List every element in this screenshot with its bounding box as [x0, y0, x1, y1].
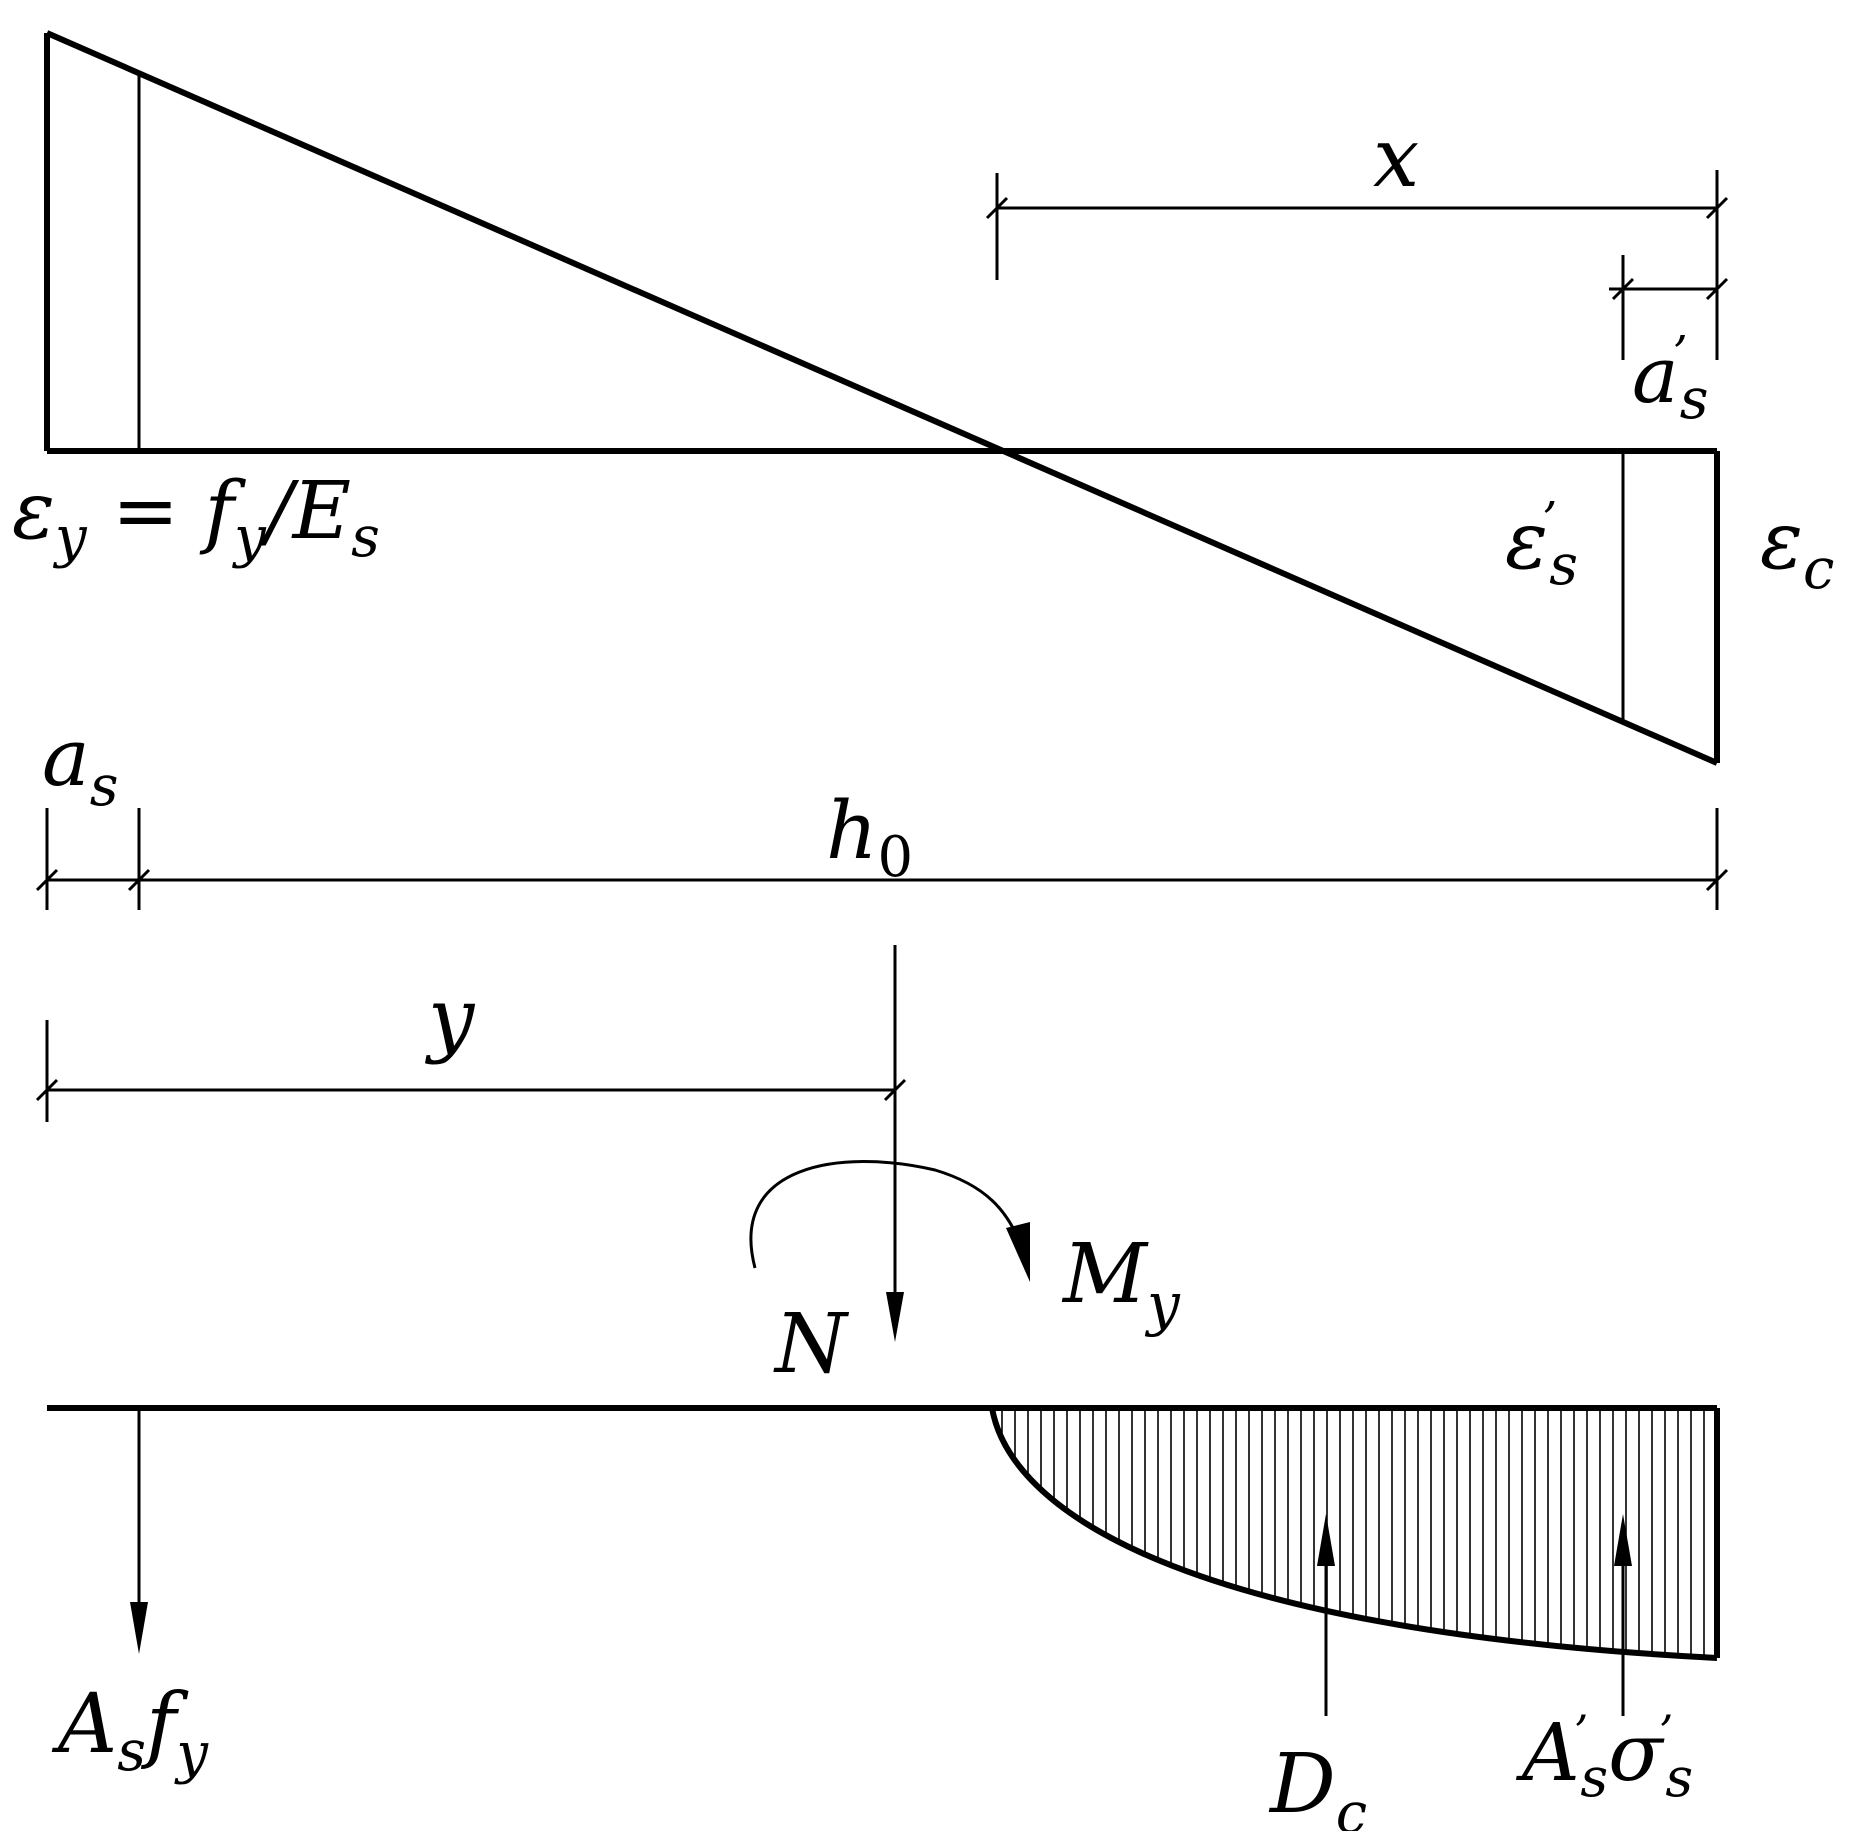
moment-arrowhead: [1006, 1222, 1030, 1282]
compression-steel-force-arrow: [1614, 1514, 1632, 1716]
dim-tick-2: [127, 868, 151, 892]
dimension-x: [985, 170, 1729, 360]
dimension-a-s-prime: [1609, 255, 1729, 360]
N-arrowhead: [886, 1292, 904, 1342]
dim-x-tick-left: [985, 196, 1009, 220]
dim-tick-1: [35, 868, 59, 892]
As-fy-arrowhead: [130, 1602, 148, 1654]
stress-diagram: [47, 1405, 1720, 1661]
label-x: x: [1373, 111, 1419, 206]
dim-tick-3: [1705, 868, 1729, 892]
label-eps-c: εc: [1760, 494, 1834, 602]
As-prime-arrowhead: [1614, 1514, 1632, 1566]
dim-as-prime-tick-left: [1611, 277, 1635, 301]
label-eps-s-prime: ε’s: [1505, 492, 1578, 598]
label-a-s: as: [42, 711, 118, 819]
label-As-fy: Asfy: [51, 1677, 209, 1786]
dimension-a-s-h0: [35, 808, 1729, 910]
compression-stress-curve: [989, 1407, 1718, 1661]
label-h0: h0: [826, 784, 913, 890]
label-y: y: [424, 971, 476, 1066]
tension-force-arrow: [130, 1408, 148, 1654]
moment-My-arrow: [749, 1160, 1030, 1282]
label-N: N: [773, 1297, 850, 1392]
label-M-y: My: [1061, 1227, 1181, 1338]
strain-diagram: [44, 30, 1720, 766]
concrete-force-arrow: [1317, 1514, 1335, 1716]
strain-line: [45, 30, 1719, 766]
compression-hatching: [1001, 1408, 1705, 1658]
label-As-prime-sigma-s-prime: A’sσ’s: [1515, 1705, 1693, 1809]
label-a-s-prime: a’s: [1632, 326, 1709, 432]
force-N-arrow: [886, 945, 904, 1342]
moment-arc: [749, 1160, 1024, 1269]
label-Dc: Dc: [1268, 1737, 1367, 1831]
dim-y-tick-left: [35, 1078, 59, 1102]
label-eps-y-formula: εy = fy/Es: [12, 464, 380, 570]
Dc-arrowhead: [1317, 1514, 1335, 1566]
dim-as-prime-tick-right: [1705, 277, 1729, 301]
dim-x-tick-right: [1705, 196, 1729, 220]
